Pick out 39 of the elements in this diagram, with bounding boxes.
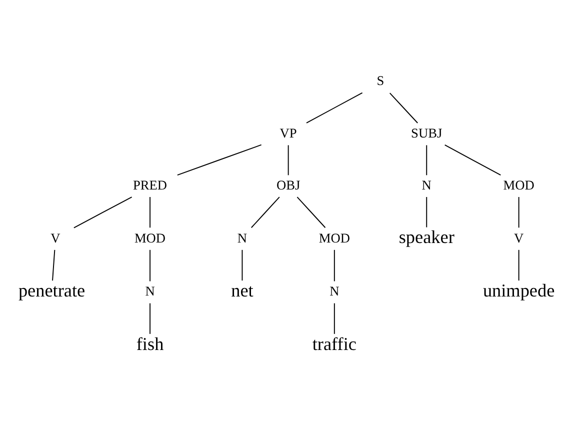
connector — [52, 249, 56, 282]
connector — [426, 196, 428, 228]
connector — [334, 302, 335, 334]
node-text: OBJ — [276, 177, 300, 192]
connector — [518, 196, 520, 228]
node-text: S — [376, 73, 384, 88]
node-text: MOD — [318, 230, 350, 246]
node-text: MOD — [134, 230, 166, 246]
connector — [389, 92, 418, 124]
connector — [150, 196, 151, 228]
node-text: net — [231, 280, 254, 300]
node-text: fish — [136, 334, 164, 354]
connector — [426, 144, 428, 176]
node-text: V — [514, 230, 524, 246]
connector — [150, 302, 151, 334]
node-text: traffic — [312, 334, 356, 354]
connector — [73, 196, 132, 228]
node-text: speaker — [398, 227, 454, 248]
node-text: V — [50, 230, 60, 246]
node-text: N — [237, 230, 248, 246]
connector — [334, 249, 335, 282]
connector — [150, 249, 151, 282]
connector — [176, 144, 262, 176]
connector — [518, 249, 520, 282]
node-text: MOD — [503, 177, 534, 192]
connector — [306, 92, 363, 124]
connector — [250, 196, 280, 228]
node-text: unimpede — [482, 280, 555, 300]
connector — [242, 249, 243, 282]
node-text: SUBJ — [411, 125, 442, 140]
node-text: PRED — [132, 177, 168, 192]
node-text: N — [145, 284, 155, 299]
connector — [296, 196, 326, 228]
node-text: penetrate — [18, 280, 86, 300]
node-text: VP — [280, 125, 297, 140]
node-text: N — [330, 284, 340, 299]
connector — [288, 144, 289, 176]
connector — [444, 144, 502, 176]
node-text: N — [422, 177, 432, 192]
